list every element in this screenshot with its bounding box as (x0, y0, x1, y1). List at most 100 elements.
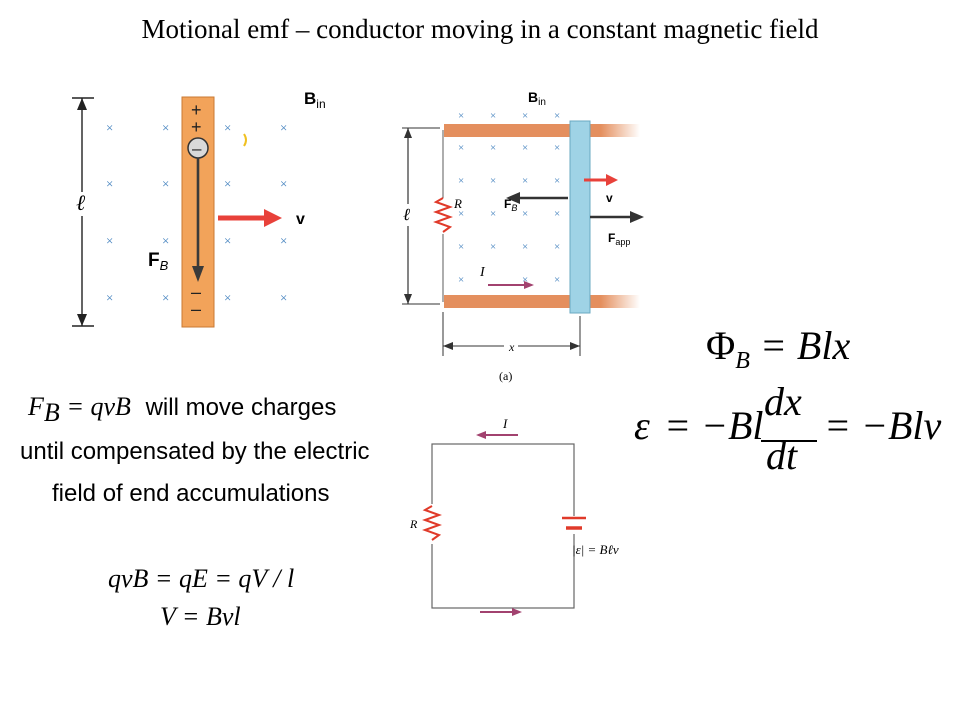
svg-text:×: × (554, 142, 560, 154)
explanation-line2: until compensated by the electric (20, 438, 370, 465)
svg-text:×: × (162, 290, 169, 305)
svg-text:×: × (554, 110, 560, 122)
current-label: I (502, 416, 508, 431)
svg-text:×: × (522, 142, 528, 154)
svg-text:×: × (490, 241, 496, 253)
applied-force-label: Fapp (608, 231, 630, 247)
svg-text:×: × (280, 233, 287, 248)
force-label: FB (148, 250, 169, 273)
x-label: x (508, 340, 515, 354)
svg-text:×: × (554, 175, 560, 187)
plus-charge-second: + (191, 117, 202, 137)
balance-equation: qvB = qE = qV / l (108, 564, 295, 593)
velocity-label: v (296, 211, 305, 228)
field-x-marks: × × × × × × × × × × × × × × × × (106, 120, 287, 305)
slide-title: Motional emf – conductor moving in a con… (141, 14, 819, 44)
sliding-bar (569, 120, 591, 314)
velocity-arrow (584, 174, 618, 186)
svg-text:×: × (280, 176, 287, 191)
resistor-icon (422, 505, 442, 541)
emf-numerator: dx (764, 379, 802, 424)
svg-text:×: × (162, 120, 169, 135)
svg-text:×: × (522, 241, 528, 253)
svg-text:×: × (522, 208, 528, 220)
emf-rhs: = −Blv (824, 403, 942, 448)
minus-charge-top: – (191, 282, 201, 302)
field-label: Bin (304, 89, 326, 111)
plus-charge-top: + (191, 100, 202, 120)
svg-text:×: × (162, 176, 169, 191)
svg-text:×: × (522, 274, 528, 286)
svg-text:×: × (280, 290, 287, 305)
rod-diagram: ℓ × × × × × × × × × × × × × × × × + + – – – FB v Bin (72, 89, 326, 328)
svg-text:×: × (554, 274, 560, 286)
force-statement: FB = qvB will move charges (28, 392, 336, 428)
panel-label: (a) (499, 369, 512, 383)
svg-text:×: × (554, 208, 560, 220)
velocity-arrow (218, 209, 282, 227)
svg-text:×: × (490, 175, 496, 187)
current-arrow (488, 281, 534, 289)
minus-charge-second: – (191, 299, 201, 319)
voltage-equation: V = Bvl (160, 602, 241, 631)
field-label: Bin (528, 89, 546, 108)
emf-denominator: dt (766, 433, 798, 478)
force-subscript: B (43, 397, 60, 427)
svg-text:×: × (106, 290, 113, 305)
explanation-line3: field of end accumulations (52, 480, 330, 507)
emf-label: |ε| = Bℓv (572, 542, 619, 557)
fraction-bar (761, 440, 817, 442)
svg-text:×: × (280, 120, 287, 135)
svg-text:×: × (490, 208, 496, 220)
line1-rest: will move charges (145, 394, 337, 421)
force-symbol: F (28, 392, 44, 421)
svg-text:×: × (162, 233, 169, 248)
emf-middle: = −Bl (664, 403, 764, 448)
svg-text:×: × (458, 110, 464, 122)
resistor-label: R (453, 196, 462, 211)
field-x-marks: ×××× ×××× ×××× ×××× ×××× ××× (458, 110, 560, 286)
velocity-label: v (606, 191, 613, 205)
svg-text:×: × (224, 120, 231, 135)
svg-text:×: × (106, 233, 113, 248)
svg-text:×: × (224, 290, 231, 305)
rail-diagram: ℓ R ×××× ×××× ×××× ×××× ×××× ××× Bin FB … (401, 89, 644, 383)
force-formula: = qvB (66, 392, 131, 421)
svg-text:×: × (522, 110, 528, 122)
emf-symbol: ε (634, 403, 650, 448)
resistor-icon (433, 197, 453, 233)
svg-text:×: × (458, 175, 464, 187)
magnetic-force-label: FB (504, 197, 517, 213)
emf-equation: ε = −Bl dx dt = −Blv (634, 379, 954, 484)
flux-rhs: = Blx (759, 323, 851, 368)
top-rail (444, 124, 640, 137)
electron-sign: – (192, 139, 202, 158)
svg-text:×: × (522, 175, 528, 187)
flux-subscript: B (735, 348, 750, 374)
length-dimension (72, 97, 94, 327)
circuit-loop (431, 443, 575, 609)
x-dimension (442, 312, 581, 356)
flux-symbol: Φ (706, 323, 736, 368)
rail-length-label: ℓ (403, 205, 410, 224)
bottom-rail (444, 295, 640, 308)
svg-text:×: × (106, 176, 113, 191)
current-label: I (479, 265, 486, 280)
resistor-label: R (409, 517, 418, 531)
svg-text:×: × (224, 233, 231, 248)
svg-text:×: × (490, 110, 496, 122)
svg-text:×: × (490, 142, 496, 154)
flux-equation: ΦB = Blx (706, 322, 850, 375)
force-arrow (192, 158, 204, 282)
current-arrow-top (476, 431, 518, 439)
svg-text:×: × (458, 208, 464, 220)
highlight-mark (243, 133, 247, 147)
applied-force-arrow (590, 211, 644, 223)
svg-text:×: × (224, 176, 231, 191)
rail-length-dimension (401, 127, 440, 305)
equivalent-circuit: I R |ε| = Bℓv (409, 416, 619, 616)
svg-text:×: × (554, 241, 560, 253)
svg-text:×: × (106, 120, 113, 135)
svg-text:×: × (458, 142, 464, 154)
length-label: ℓ (76, 190, 86, 215)
